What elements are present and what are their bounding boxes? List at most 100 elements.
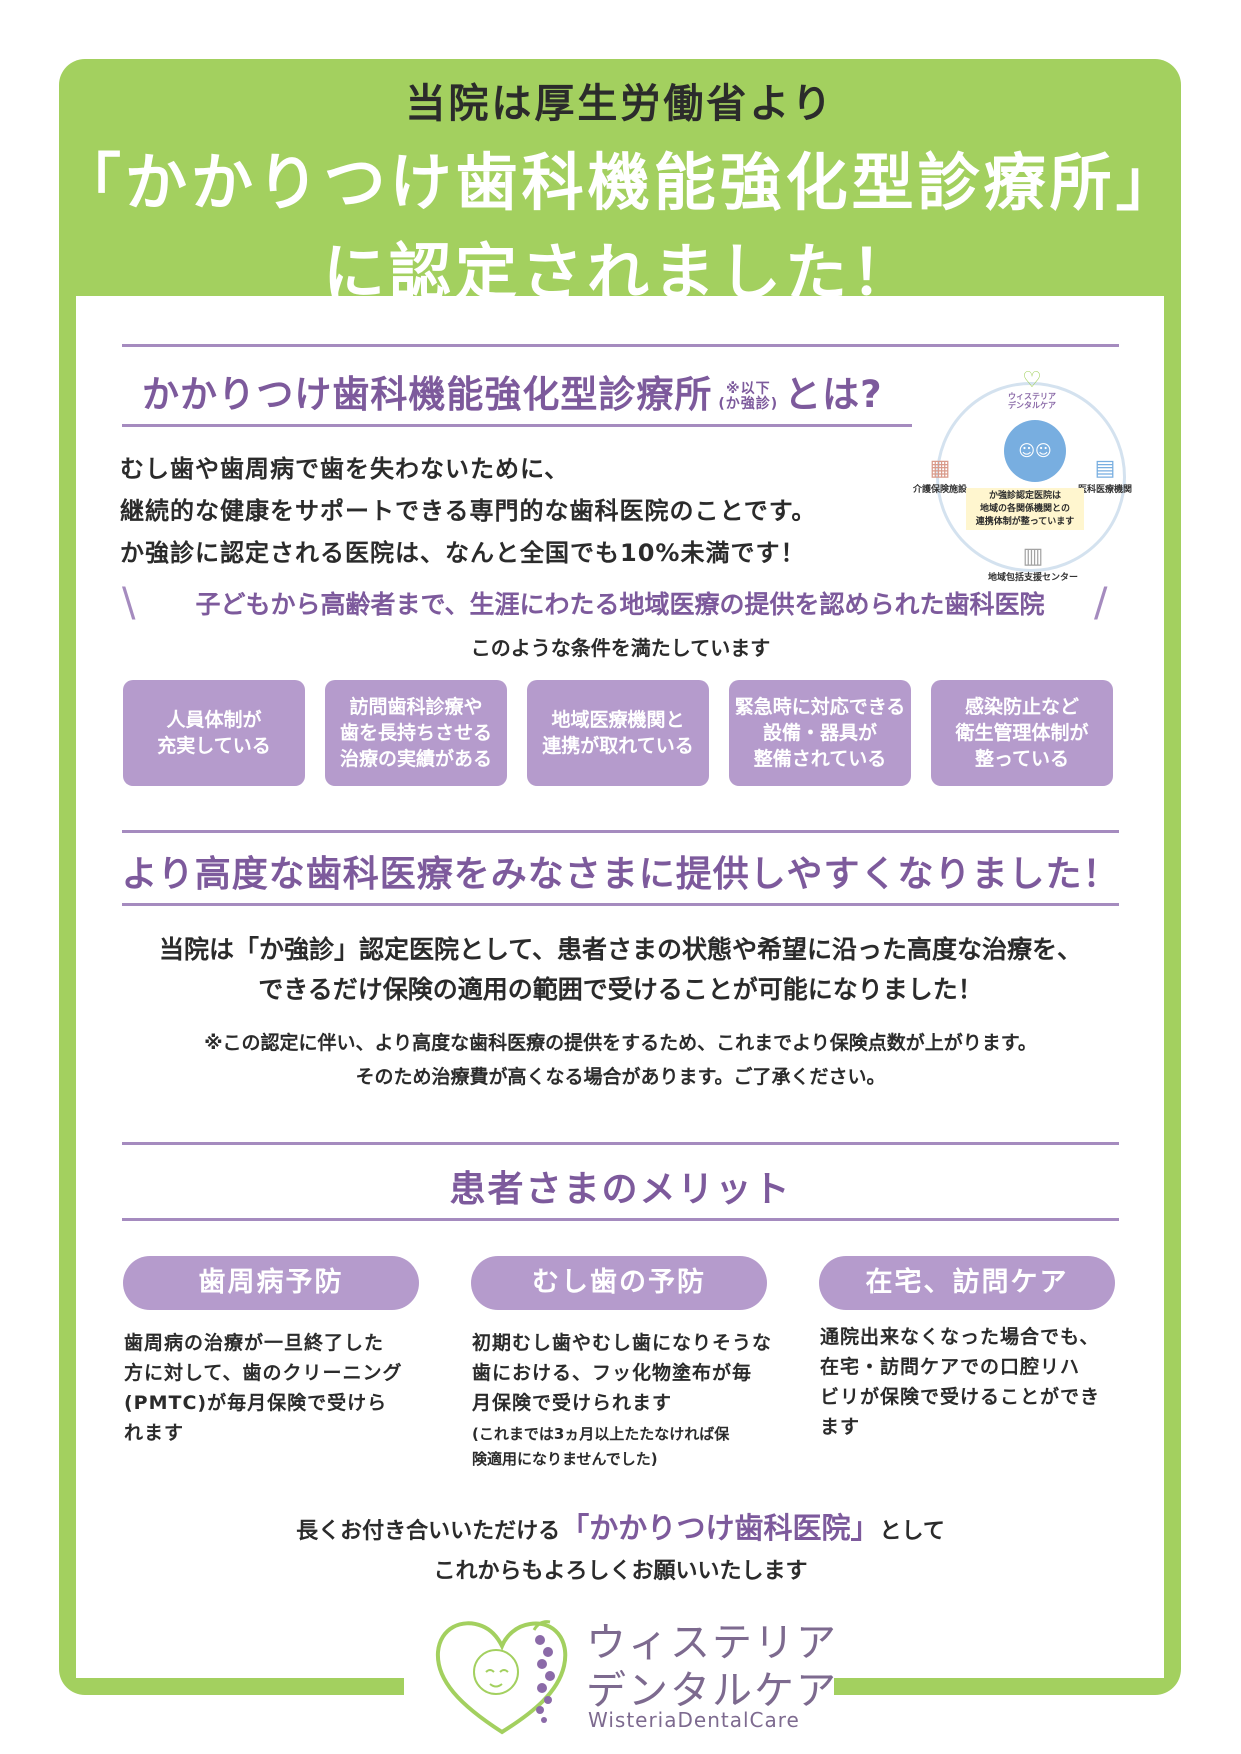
diagram-caption: か強診認定医院は 地域の各関係機関との 連携体制が整っています xyxy=(966,488,1084,530)
diagram-logo-line2: デンタルケア xyxy=(1008,401,1056,410)
condition-line: 設備・器具が xyxy=(762,722,877,744)
merit-note-line: 険適用になりませんでした) xyxy=(472,1450,658,1468)
clinic-logo: ウィステリア デンタルケア WisteriaDentalCare xyxy=(430,1600,836,1740)
section2-bottom-rule xyxy=(122,903,1119,906)
header-title-line2: に認定されました！ xyxy=(322,236,917,309)
header-title-line1: 「かかりつけ歯科機能強化型診療所」 xyxy=(59,146,1182,219)
slogan-slash-left: \ xyxy=(122,580,136,626)
logo-heart-icon xyxy=(435,1620,568,1735)
closing-line2: これからもよろしくお願いいたします xyxy=(433,1559,808,1584)
condition-line: 充実している xyxy=(157,735,271,757)
section2-body: 当院は「か強診」認定医院として、患者さまの状態や希望に沿った高度な治療を、 でき… xyxy=(0,930,1241,1010)
merit-line: 歯における、フッ化物塗布が毎 xyxy=(472,1362,753,1384)
section1-top-rule xyxy=(122,344,1119,347)
hospital-icon: ▤ xyxy=(1094,456,1116,481)
condition-line: 地域医療機関と xyxy=(551,709,685,731)
conditions-lead: このような条件を満たしています xyxy=(470,636,771,660)
people-icon: ☺☺ xyxy=(1004,420,1066,482)
section1-body: むし歯や歯周病で歯を失わないために、 継続的な健康をサポートできる専門的な歯科医… xyxy=(120,448,816,574)
merit-note-caries: (これまでは3ヵ月以上たたなければ保 険適用になりませんでした) xyxy=(472,1422,729,1472)
condition-line: 治療の実績がある xyxy=(339,748,492,770)
slogan-slash-right: / xyxy=(1094,580,1108,626)
condition-line: 整備されている xyxy=(753,748,887,770)
caption-line: 地域の各関係機関との xyxy=(980,504,1070,514)
condition-line: 人員体制が xyxy=(166,709,262,731)
section2-top-rule xyxy=(122,830,1119,833)
section3-bottom-rule xyxy=(122,1218,1119,1221)
merit-text-caries: 初期むし歯やむし歯になりそうな 歯における、フッ化物塗布が毎 月保険で受けられま… xyxy=(472,1328,772,1418)
merit-line: 方に対して、歯のクリーニング xyxy=(124,1362,403,1384)
body-line: 継続的な健康をサポートできる専門的な歯科医院のことです。 xyxy=(120,497,817,525)
section1-title-main: かかりつけ歯科機能強化型診療所 xyxy=(142,373,713,416)
support-center-label: 地域包括支援センター xyxy=(987,573,1078,583)
section3-top-rule xyxy=(122,1142,1119,1145)
body-line: むし歯や歯周病で歯を失わないために、 xyxy=(120,455,570,483)
merit-line: 歯周病の治療が一旦終了した xyxy=(124,1332,385,1354)
section1-title-suffix: とは? xyxy=(784,373,883,416)
medical-facility: ▤ 医科医療機関 xyxy=(1072,456,1138,495)
merit-line: 在宅・訪問ケアでの口腔リハ xyxy=(820,1356,1081,1378)
header: 当院は厚生労働省より 「かかりつけ歯科機能強化型診療所」 に認定されました！ xyxy=(59,70,1181,318)
condition-box: 感染防止など衛生管理体制が整っている xyxy=(931,680,1113,786)
office-icon: ▥ xyxy=(1022,544,1044,569)
medical-facility-label: 医科医療機関 xyxy=(1077,485,1132,495)
heart-icon: ♡ xyxy=(1022,368,1042,393)
condition-line: 歯を長持ちさせる xyxy=(339,722,492,744)
body-line: 当院は「か強診」認定医院として、患者さまの状態や希望に沿った高度な治療を、 xyxy=(158,935,1082,964)
merit-label-caries: むし歯の予防 xyxy=(471,1256,767,1310)
care-facility-label: 介護保険施設 xyxy=(912,485,967,495)
support-center: ▥ 地域包括支援センター xyxy=(978,544,1088,583)
logo-name-english: WisteriaDentalCare xyxy=(588,1708,800,1732)
section2-title: より高度な歯科医療をみなさまに提供しやすくなりました！ xyxy=(121,854,1120,895)
merit-label-periodontal: 歯周病予防 xyxy=(123,1256,419,1310)
closing-pre: 長くお付き合いいただける xyxy=(296,1519,561,1544)
condition-line: 衛生管理体制が xyxy=(955,722,1089,744)
condition-box: 緊急時に対応できる設備・器具が整備されている xyxy=(729,680,911,786)
note-line: ※この認定に伴い、より高度な歯科医療の提供をするため、これまでより保険点数が上が… xyxy=(204,1032,1037,1054)
caption-line: 連携体制が整っています xyxy=(975,517,1075,527)
merit-line: ビリが保険で受けることができ xyxy=(820,1386,1101,1408)
section1-title: かかりつけ歯科機能強化型診療所※以下(か強診)とは? xyxy=(142,364,883,418)
merit-note-line: (これまでは3ヵ月以上たたなければ保 xyxy=(472,1425,730,1443)
condition-box: 人員体制が充実している xyxy=(123,680,305,786)
section3-title: 患者さまのメリット xyxy=(449,1169,792,1210)
merit-line: 通院出来なくなった場合でも、 xyxy=(820,1326,1100,1348)
logo-name-line2: デンタルケア xyxy=(586,1668,838,1714)
diagram-circle xyxy=(936,382,1126,572)
header-subtitle: 当院は厚生労働省より xyxy=(405,81,835,127)
condition-line: 緊急時に対応できる xyxy=(734,696,906,718)
care-facility: ▦ 介護保険施設 xyxy=(908,456,972,495)
closing-post: として xyxy=(879,1519,945,1544)
note-line1: ※以下 xyxy=(725,380,771,397)
merit-text-homecare: 通院出来なくなった場合でも、 在宅・訪問ケアでの口腔リハ ビリが保険で受けること… xyxy=(820,1322,1100,1442)
diagram-logo: ♡ ウィステリア デンタルケア xyxy=(1004,368,1060,411)
condition-line: 訪問歯科診療や xyxy=(349,696,483,718)
condition-box: 訪問歯科診療や歯を長持ちさせる治療の実績がある xyxy=(325,680,507,786)
body-line: できるだけ保険の適用の範囲で受けることが可能になりました！ xyxy=(258,975,983,1004)
body-line: か強診に認定される医院は、なんと全国でも10%未満です！ xyxy=(120,539,806,567)
slogan: 子どもから高齢者まで、生涯にわたる地域医療の提供を認められた歯科医院 xyxy=(195,590,1045,619)
note-line2: (か強診) xyxy=(718,395,779,412)
section2-note: ※この認定に伴い、より高度な歯科医療の提供をするため、これまでより保険点数が上が… xyxy=(0,1026,1241,1094)
merit-line: 月保険で受けられます xyxy=(472,1392,673,1414)
diagram-logo-line1: ウィステリア xyxy=(1008,392,1056,401)
condition-line: 整っている xyxy=(974,748,1070,770)
section1-bottom-rule xyxy=(122,424,912,427)
merit-line: 初期むし歯やむし歯になりそうな xyxy=(472,1332,773,1354)
merit-text-periodontal: 歯周病の治療が一旦終了した 方に対して、歯のクリーニング (PMTC)が毎月保険… xyxy=(124,1328,402,1448)
section1-title-note: ※以下(か強診) xyxy=(718,380,779,412)
logo-name-line1: ウィステリア xyxy=(586,1620,838,1666)
merit-line: (PMTC)が毎月保険で受けら xyxy=(124,1392,388,1414)
note-line: そのため治療費が高くなる場合があります。ご了承ください。 xyxy=(355,1066,886,1088)
merit-line: ます xyxy=(820,1416,861,1438)
merit-label-homecare: 在宅、訪問ケア xyxy=(819,1256,1115,1310)
closing-line1: 長くお付き合いいただける「かかりつけ歯科医院」として xyxy=(0,1508,1241,1552)
network-diagram: ♡ ウィステリア デンタルケア ☺☺ ▦ 介護保険施設 ▤ 医科医療機関 か強診… xyxy=(908,368,1138,596)
condition-box: 地域医療機関と連携が取れている xyxy=(527,680,709,786)
building-icon: ▦ xyxy=(929,456,951,481)
merit-line: れます xyxy=(124,1422,185,1444)
condition-line: 感染防止など xyxy=(964,696,1079,718)
closing-message: 長くお付き合いいただける「かかりつけ歯科医院」として これからもよろしくお願いい… xyxy=(0,1508,1241,1592)
closing-highlight: 「かかりつけ歯科医院」 xyxy=(560,1511,880,1545)
condition-line: 連携が取れている xyxy=(542,735,694,757)
